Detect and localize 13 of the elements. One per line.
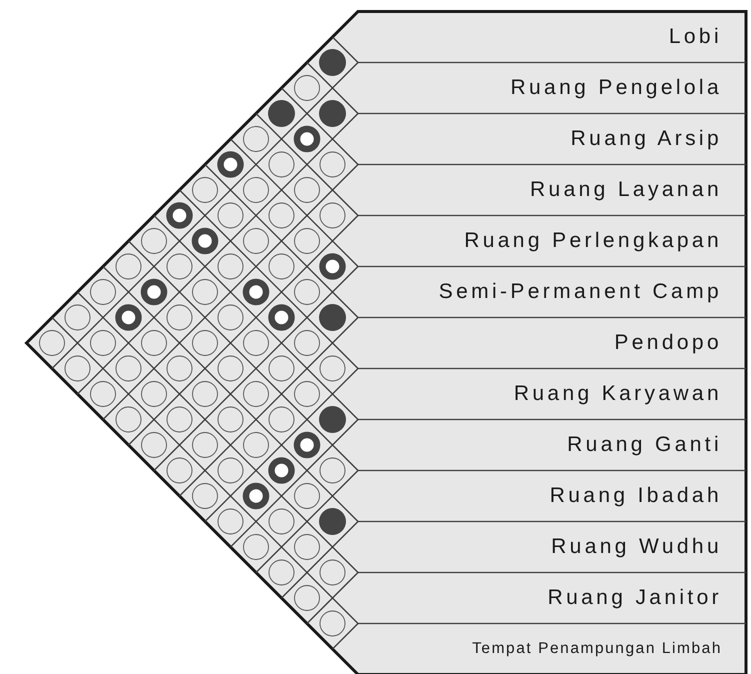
room-name: Ruang Karyawan	[514, 381, 722, 408]
room-name: Ruang Ibadah	[550, 483, 722, 510]
room-name: Ruang Ganti	[567, 432, 722, 458]
room-name: Ruang Perlengkapan	[464, 228, 722, 254]
room-name: Ruang Layanan	[530, 177, 722, 204]
room-name: Ruang Wudhu	[551, 534, 722, 560]
room-name: Tempat Penampungan Limbah	[472, 639, 722, 660]
room-name: Pendopo	[614, 330, 722, 356]
room-name: Ruang Janitor	[548, 585, 722, 612]
room-name: Ruang Pengelola	[510, 75, 722, 102]
room-name: Ruang Arsip	[570, 126, 722, 152]
room-name: Lobi	[668, 24, 722, 50]
room-name: Semi-Permanent Camp	[438, 279, 722, 306]
